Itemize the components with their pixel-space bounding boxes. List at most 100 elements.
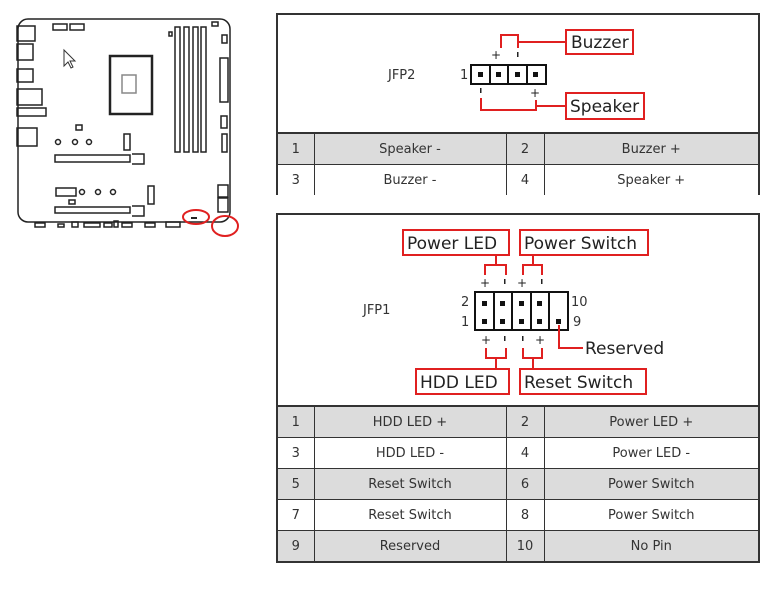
svg-text:9: 9: [573, 315, 581, 330]
power-switch-callout: Power Switch: [524, 234, 637, 254]
svg-text:+: +: [491, 48, 501, 62]
pin-function: Speaker -: [313, 134, 507, 165]
speaker-callout-box: [565, 92, 645, 120]
pin: [519, 301, 524, 306]
io-port: [16, 127, 38, 147]
jfp1-name: JFP1: [362, 303, 390, 318]
pin-number: 5: [278, 468, 315, 500]
table-row: 7 Reset Switch 8 Power Switch: [278, 499, 758, 531]
pin-function: HDD LED +: [313, 407, 507, 438]
pin-number: 6: [505, 468, 545, 500]
pin: [533, 72, 538, 77]
power-connector: [69, 23, 85, 31]
pin: [482, 301, 487, 306]
pin-function: Power Switch: [543, 468, 758, 500]
ram-slot: [200, 26, 207, 153]
pin-number: 8: [505, 499, 545, 531]
reset-switch-callout: Reset Switch: [524, 373, 633, 393]
hdd-led-callout-box: [415, 368, 510, 395]
svg-text:2: 2: [461, 295, 469, 310]
svg-text:+: +: [517, 276, 527, 290]
pcie-slot: [54, 154, 131, 163]
jfp2-pin-table: 1 Speaker - 2 Buzzer + 3 Buzzer - 4 Spea…: [278, 134, 758, 195]
reserved-callout: Reserved: [585, 339, 664, 359]
pin: [515, 72, 520, 77]
pin: [537, 319, 542, 324]
cpu-socket: [108, 54, 154, 116]
power-connector: [52, 23, 68, 31]
atx-power: [219, 57, 229, 103]
jfp2-header: [470, 64, 547, 85]
svg-text:+: +: [480, 276, 490, 290]
pin: [496, 72, 501, 77]
jfp1-panel: JFP1 2 1 10 9: [276, 213, 760, 563]
io-port: [16, 107, 47, 117]
motherboard-diagram: [16, 18, 239, 237]
svg-text:+: +: [530, 86, 540, 100]
pin-function: No Pin: [543, 530, 758, 561]
pin-number: 9: [278, 530, 315, 561]
table-row: 9 Reserved 10 No Pin: [278, 530, 758, 561]
pin-number: 3: [278, 164, 315, 195]
pin: [500, 301, 505, 306]
pin: [500, 319, 505, 324]
jfp2-diagram: JFP2 1 + + Buzzer Spe: [278, 15, 758, 134]
pin-number: 4: [505, 164, 545, 195]
pin-function: Reset Switch: [313, 468, 507, 500]
io-port: [16, 43, 34, 61]
pin-function: Power LED +: [543, 407, 758, 438]
pin-number: 3: [278, 437, 315, 469]
ram-slot: [183, 26, 190, 153]
mouse-pointer-icon: [63, 48, 77, 69]
pin: [478, 72, 483, 77]
buzzer-callout-box: [565, 29, 634, 55]
jfp1-diagram: JFP1 2 1 10 9: [278, 215, 758, 407]
pin: [556, 319, 561, 324]
pin: [537, 301, 542, 306]
io-port: [16, 88, 43, 106]
power-switch-callout-box: [519, 229, 649, 256]
jfp1-pin-table: 1 HDD LED + 2 Power LED + 3 HDD LED - 4 …: [278, 407, 758, 561]
pcie-slot: [54, 206, 131, 214]
pin-function: Buzzer +: [543, 134, 758, 165]
buzzer-callout: Buzzer: [571, 33, 629, 53]
jfp2-pin1-label: 1: [460, 68, 468, 83]
svg-text:10: 10: [571, 295, 588, 310]
table-row: 1 HDD LED + 2 Power LED +: [278, 407, 758, 438]
jfp2-panel: JFP2 1 + + Buzzer Spe: [276, 13, 760, 195]
table-row: 1 Speaker - 2 Buzzer +: [278, 134, 758, 165]
pin-function: Reserved: [313, 530, 507, 561]
power-led-callout: Power LED: [407, 234, 497, 254]
pin-number: 7: [278, 499, 315, 531]
pin-function: Speaker +: [543, 164, 758, 195]
io-port: [16, 25, 36, 42]
svg-text:+: +: [535, 333, 545, 347]
ram-slot: [174, 26, 181, 153]
ram-slot: [192, 26, 199, 153]
pin: [519, 319, 524, 324]
reset-switch-callout-box: [519, 368, 647, 395]
pin-number: 4: [505, 437, 545, 469]
pin: [482, 319, 487, 324]
pin-function: Power Switch: [543, 499, 758, 531]
svg-text:1: 1: [461, 315, 469, 330]
pin-number: 1: [278, 134, 315, 165]
speaker-callout: Speaker: [570, 97, 639, 117]
jfp2-name: JFP2: [387, 68, 415, 83]
pin-function: Power LED -: [543, 437, 758, 469]
table-row: 5 Reset Switch 6 Power Switch: [278, 468, 758, 500]
table-row: 3 HDD LED - 4 Power LED -: [278, 437, 758, 469]
svg-text:+: +: [481, 333, 491, 347]
pin-function: HDD LED -: [313, 437, 507, 469]
jfp1-header: [474, 291, 569, 331]
pin-number: 10: [505, 530, 545, 561]
power-led-callout-box: [402, 229, 510, 256]
pin-number: 1: [278, 407, 315, 438]
hdd-led-callout: HDD LED: [420, 373, 498, 393]
pin-function: Reset Switch: [313, 499, 507, 531]
pin-number: 2: [505, 134, 545, 165]
pin-number: 2: [505, 407, 545, 438]
jfp2-highlight-circle: [182, 209, 210, 225]
table-row: 3 Buzzer - 4 Speaker +: [278, 164, 758, 195]
jfp1-highlight-circle: [211, 215, 239, 237]
